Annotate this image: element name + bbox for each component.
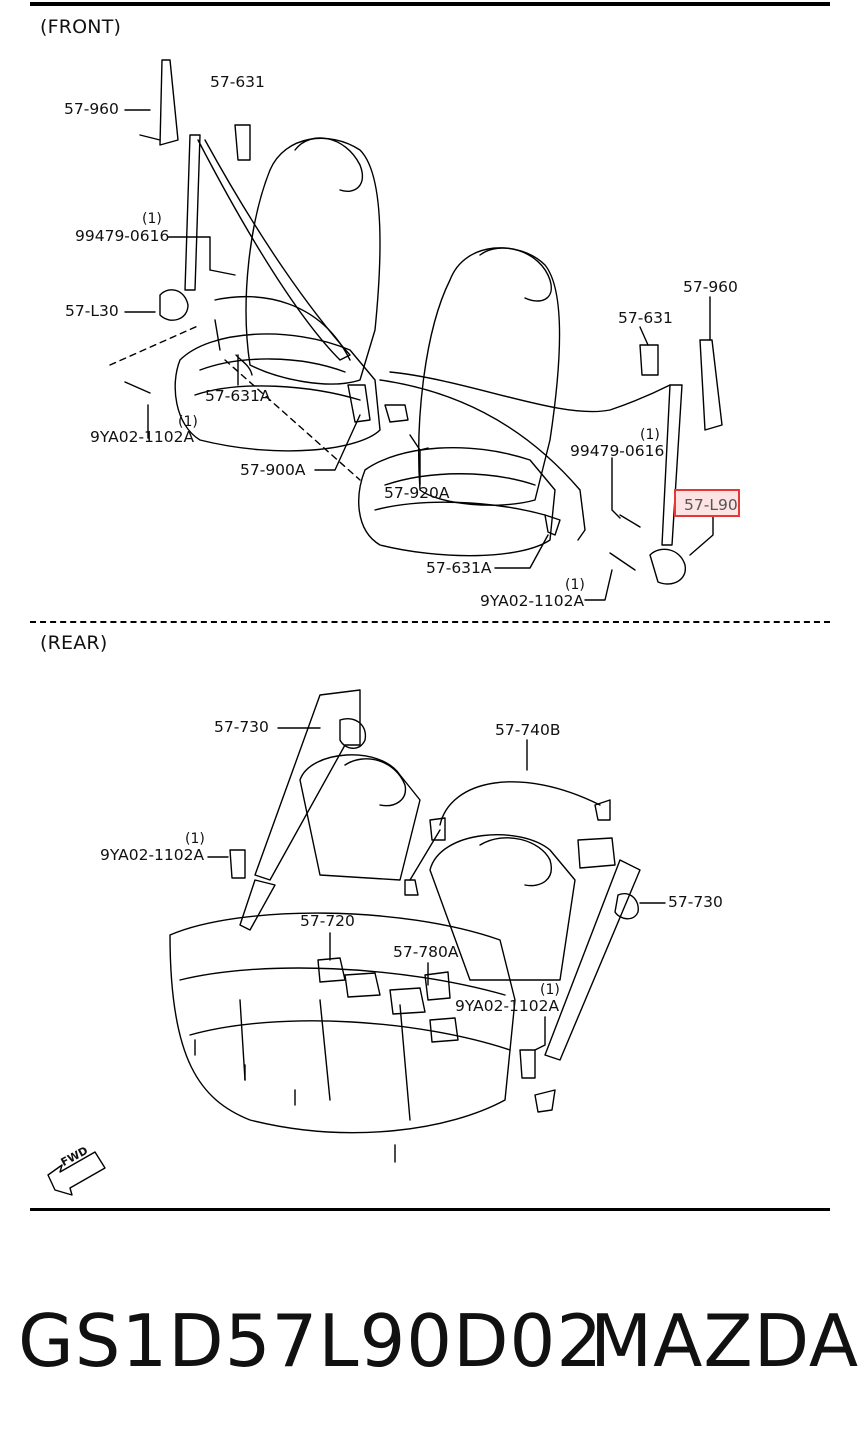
callout-9ya02-1102a-right: 9YA02-1102A [480,592,585,610]
callout-57-631-right: 57-631 [618,309,673,327]
front-right-belt [379,339,723,585]
section-divider [30,621,830,623]
rear-leader-lines [207,727,666,1051]
qty-9ya02-rear-left: (1) [185,831,205,847]
front-right-seat [358,247,561,557]
callout-57-730-left: 57-730 [214,718,269,736]
rear-seat [169,754,576,1163]
front-section-label: (FRONT) [40,16,122,38]
qty-9ya02-rear-right: (1) [540,982,560,998]
callout-57-920a: 57-920A [384,484,450,502]
callout-57-631a-left: 57-631A [205,387,271,405]
qty-99479-right: (1) [640,427,660,443]
callout-57-l90: 57-L90 [684,496,738,514]
callout-57-900a: 57-900A [240,461,306,479]
qty-9ya02-left: (1) [178,414,198,430]
callout-57-960-right: 57-960 [683,278,738,296]
part-number: GS1D57L90D02 [18,1299,604,1383]
top-rule [30,2,830,6]
front-left-belt [124,59,351,394]
rear-section-label: (REAR) [40,632,108,654]
front-left-seat [174,137,381,452]
callout-57-720: 57-720 [300,912,355,930]
callout-9ya02-1102a-rear-left: 9YA02-1102A [100,846,205,864]
rear-belts [229,689,641,1113]
callout-57-631-left: 57-631 [210,73,265,91]
qty-9ya02-right: (1) [565,577,585,593]
bottom-rule [30,1208,830,1211]
brand-name: MAZDA [590,1299,860,1383]
callout-57-l30: 57-L30 [65,302,119,320]
callout-57-631a-right: 57-631A [426,559,492,577]
front-leader-lines [124,109,714,601]
highlight-57-l90[interactable]: 57-L90 [674,489,740,517]
fwd-arrow-icon [47,1151,106,1196]
front-buckles [347,384,429,451]
callout-9ya02-1102a-left: 9YA02-1102A [90,428,195,446]
callout-99479-0616-right: 99479-0616 [570,442,665,460]
callout-57-960-left: 57-960 [64,100,119,118]
callout-57-730-right: 57-730 [668,893,723,911]
callout-99479-0616-left: 99479-0616 [75,227,170,245]
callout-57-780a: 57-780A [393,943,459,961]
qty-99479-left: (1) [142,211,162,227]
callout-57-740b: 57-740B [495,721,561,739]
callout-9ya02-1102a-rear-right: 9YA02-1102A [455,997,560,1015]
